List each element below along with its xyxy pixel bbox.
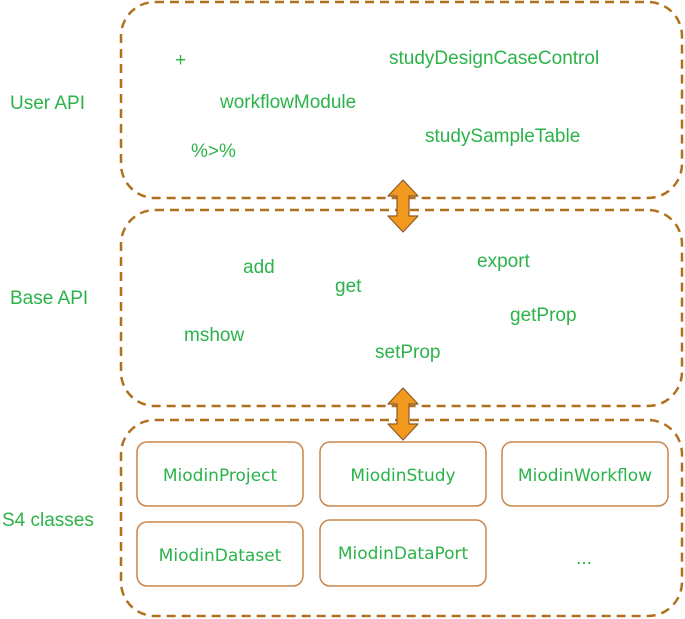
base-api-panel bbox=[119, 208, 684, 408]
base-api-term: mshow bbox=[184, 325, 244, 346]
double-arrow-icon bbox=[387, 179, 419, 233]
class-label-miodin-dataset: MiodinDataset bbox=[159, 546, 282, 566]
class-label-miodin-workflow: MiodinWorkflow bbox=[518, 466, 652, 486]
class-ellipsis: ... bbox=[576, 548, 592, 569]
user-api-term: + bbox=[175, 50, 186, 71]
class-label-miodin-project: MiodinProject bbox=[163, 466, 278, 486]
base-api-term: setProp bbox=[375, 342, 440, 363]
base-api-term: get bbox=[335, 276, 362, 297]
user-api-term: studyDesignCaseControl bbox=[389, 48, 599, 69]
user-api-term: studySampleTable bbox=[425, 126, 580, 147]
layer-label-s4-classes: S4 classes bbox=[2, 510, 94, 531]
class-box-miodin-dataset bbox=[136, 521, 304, 587]
base-api-term: export bbox=[477, 251, 531, 272]
base-api-term: add bbox=[243, 257, 275, 278]
class-box-miodin-dataport bbox=[319, 519, 487, 587]
class-box-miodin-project bbox=[136, 441, 304, 507]
user-api-panel bbox=[119, 0, 684, 200]
user-api-term: %>% bbox=[191, 141, 236, 162]
class-label-miodin-dataport: MiodinDataPort bbox=[338, 544, 469, 564]
class-label-miodin-study: MiodinStudy bbox=[350, 466, 455, 486]
class-box-miodin-study bbox=[319, 441, 487, 507]
class-box-miodin-workflow bbox=[501, 441, 669, 507]
layer-label-user-api: User API bbox=[10, 93, 85, 114]
user-api-term: workflowModule bbox=[219, 92, 356, 113]
base-api-term: getProp bbox=[510, 305, 577, 326]
double-arrow-icon bbox=[387, 387, 419, 441]
layer-label-base-api: Base API bbox=[10, 288, 88, 309]
